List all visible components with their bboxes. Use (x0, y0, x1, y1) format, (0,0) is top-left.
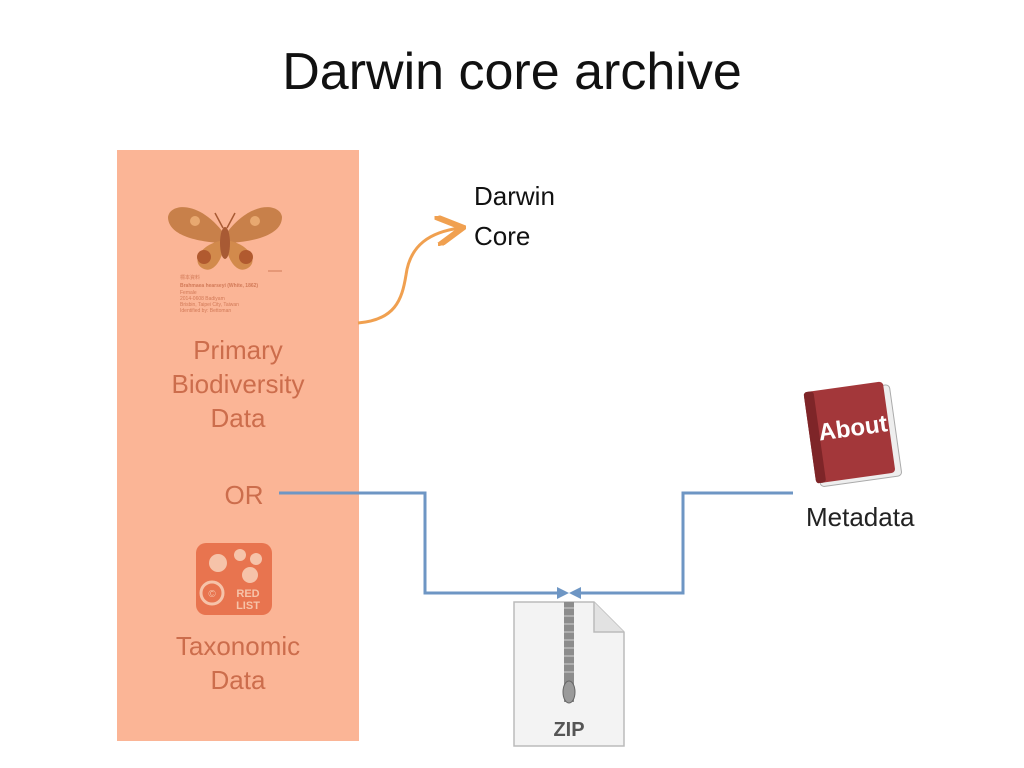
or-label: OR (224, 480, 264, 510)
specimen-label-line: Female (180, 290, 197, 296)
darwin-core-arrow (357, 228, 460, 325)
arrowhead-left (557, 587, 569, 599)
darwin-core-label: Darwin Core (474, 181, 555, 251)
data-to-zip-connector (279, 491, 560, 595)
metadata-to-zip-connector (578, 491, 793, 595)
metadata-label: Metadata (806, 502, 915, 532)
taxonomic-data-label: Taxonomic Data (175, 631, 301, 695)
zip-file-icon: ZIP (513, 601, 625, 747)
about-book-icon: About (803, 381, 902, 487)
slide-title: Darwin core archive (282, 43, 742, 101)
arrowhead-right (569, 587, 581, 599)
specimen-label-line: Brahmaea hearseyi (White, 1862) (180, 283, 258, 289)
specimen-label-line: Brisbin, Taipei City, Taiwan (180, 302, 239, 308)
primary-biodiversity-label: Primary Biodiversity Data (171, 335, 305, 433)
specimen-label-line: 標本資料 (180, 274, 200, 281)
moth-icon (168, 207, 282, 270)
svg-text:©: © (208, 589, 216, 600)
specimen-label-line: 2014-0608 Badiyam (180, 296, 225, 302)
svg-text:LIST: LIST (236, 600, 260, 612)
svg-text:RED: RED (236, 588, 259, 600)
specimen-label-line: Identified by: Bettoman (180, 308, 231, 314)
redlist-logo: © RED LIST (196, 543, 272, 615)
moth-specimen-image: 標本資料 Brahmaea hearseyi (White, 1862) Fem… (168, 207, 282, 314)
zip-label: ZIP (553, 719, 584, 741)
